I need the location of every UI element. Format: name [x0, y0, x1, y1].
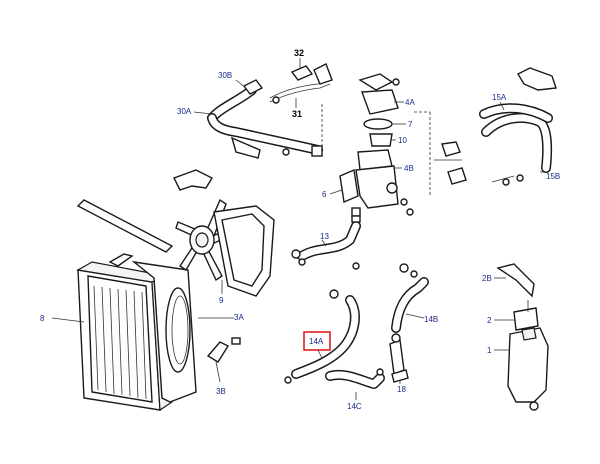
coolant-reservoir-group: [496, 263, 549, 411]
callout-15B: 15B: [546, 172, 560, 181]
callout-14A: 14A: [309, 337, 324, 346]
callout-13: 13: [320, 232, 329, 241]
callout-7: 7: [408, 120, 413, 129]
callout-14B: 14B: [424, 315, 438, 324]
callout-8: 8: [40, 314, 45, 323]
callout-10: 10: [398, 136, 407, 145]
callout-6: 6: [322, 190, 327, 199]
callout-31: 31: [292, 109, 302, 119]
callout-9: 9: [219, 296, 224, 305]
highlight-box-14A: [303, 331, 331, 351]
callout-4B: 4B: [404, 164, 414, 173]
shroud-bracket: [206, 337, 241, 363]
hose-fittings: [434, 141, 467, 185]
callout-1: 1: [487, 346, 492, 355]
bypass-pipe-assembly: [207, 79, 323, 159]
callout-4A: 4A: [405, 98, 415, 107]
heater-hose-15: [479, 67, 557, 186]
fan-bracket: [173, 169, 213, 191]
callout-15A: 15A: [492, 93, 507, 102]
callout-2: 2: [487, 316, 492, 325]
drive-belt: [213, 205, 275, 297]
radiator: [76, 253, 173, 412]
thermostat-housing-group: [339, 73, 414, 217]
callout-30B: 30B: [218, 71, 232, 80]
callout-18: 18: [397, 385, 406, 394]
radiator-hose-14A: [284, 289, 360, 384]
callout-3B: 3B: [216, 387, 226, 396]
radiator-hose-14B: [391, 263, 429, 333]
radiator-hose-14C: [325, 368, 385, 389]
radiator-support-strip: [76, 199, 174, 253]
callout-14C: 14C: [347, 402, 362, 411]
water-outlet-18: [389, 333, 409, 383]
callout-30A: 30A: [177, 107, 192, 116]
callout-3A: 3A: [234, 313, 244, 322]
fan-shroud: [131, 260, 197, 403]
heater-tube-assembly: [269, 63, 333, 104]
callout-2B: 2B: [482, 274, 492, 283]
callout-32: 32: [294, 48, 304, 58]
radiator-hose-13: [291, 215, 361, 270]
